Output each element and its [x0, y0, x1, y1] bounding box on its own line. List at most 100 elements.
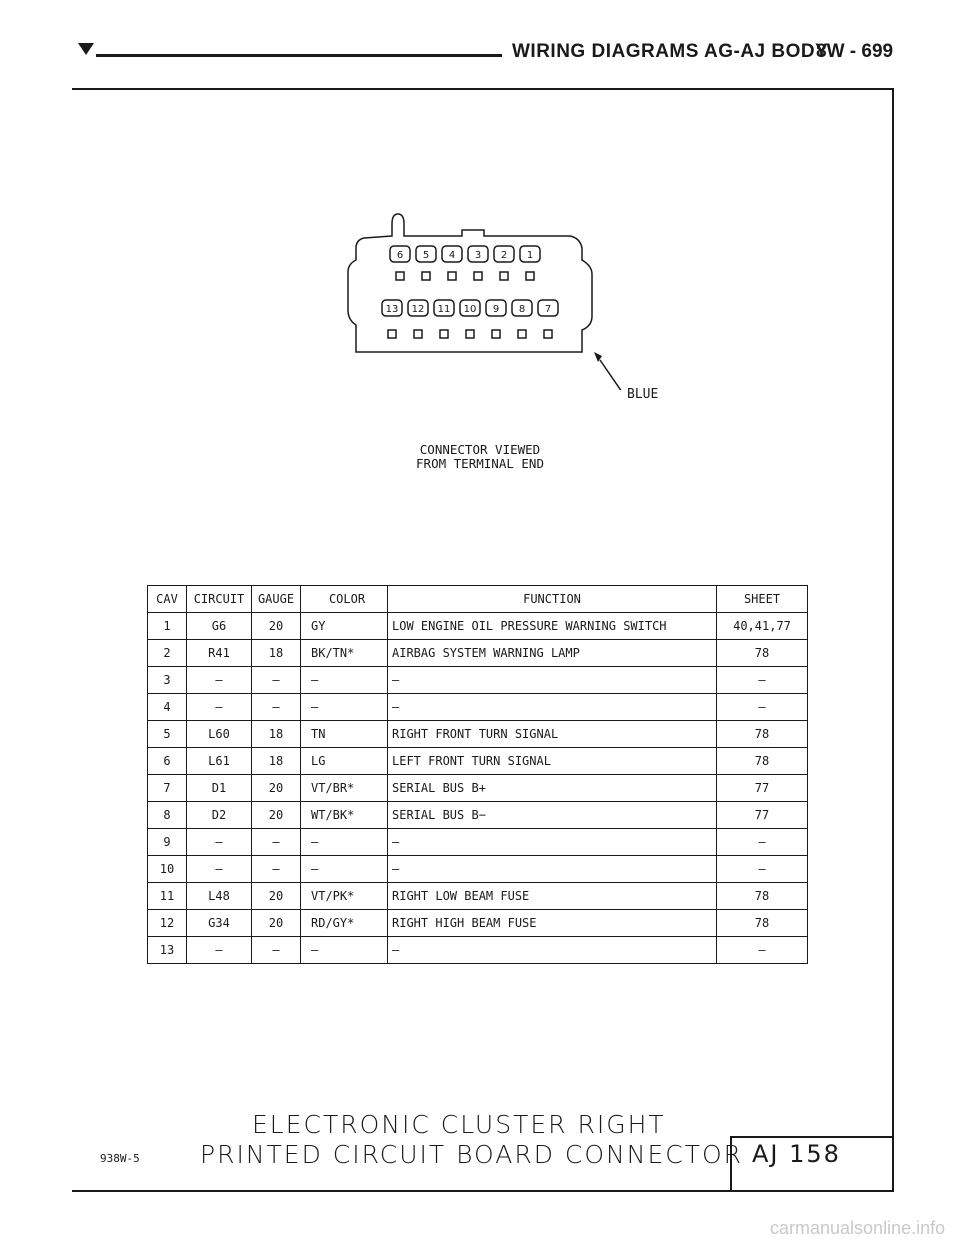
column-header-circuit: CIRCUIT	[186, 585, 252, 613]
cell-sheet: 78	[716, 882, 808, 910]
caption-line: CONNECTOR VIEWED	[419, 442, 541, 457]
cell-cav: 9	[147, 828, 187, 856]
cell-sheet: 78	[716, 639, 808, 667]
cell-circuit: —	[186, 693, 252, 721]
cell-color: —	[300, 855, 388, 883]
cell-sheet: 77	[716, 801, 808, 829]
cell-sheet: 77	[716, 774, 808, 802]
cell-gauge: 20	[251, 774, 301, 802]
table-row: 3—————	[147, 666, 808, 694]
frame-top-border	[72, 88, 894, 90]
cell-gauge: —	[251, 828, 301, 856]
cell-circuit: D2	[186, 801, 252, 829]
cavity-label: 9	[493, 304, 499, 315]
cell-circuit: —	[186, 666, 252, 694]
cell-cav: 10	[147, 855, 187, 883]
cell-cav: 2	[147, 639, 187, 667]
cell-sheet: —	[716, 666, 808, 694]
cell-gauge: —	[251, 693, 301, 721]
cell-gauge: —	[251, 666, 301, 694]
cell-color: VT/BR*	[300, 774, 388, 802]
table-row: 9—————	[147, 828, 808, 856]
cell-circuit: L48	[186, 882, 252, 910]
cell-circuit: D1	[186, 774, 252, 802]
cell-sheet: —	[716, 693, 808, 721]
cell-function: SERIAL BUS B+	[387, 774, 717, 802]
cell-gauge: 20	[251, 612, 301, 640]
cavity-label: 1	[527, 250, 533, 261]
cell-function: LOW ENGINE OIL PRESSURE WARNING SWITCH	[387, 612, 717, 640]
table-row: 10—————	[147, 855, 808, 883]
table-header-row: CAV CIRCUIT GAUGE COLOR FUNCTION SHEET	[147, 585, 808, 613]
top-cavity-row: 6 5 4 3 2 1	[389, 245, 541, 263]
top-terminal-windows	[395, 271, 535, 281]
watermark: carmanualsonline.info	[770, 1218, 946, 1238]
cell-color: GY	[300, 612, 388, 640]
cell-cav: 6	[147, 747, 187, 775]
figure-code: 938W-5	[100, 1152, 140, 1165]
cell-cav: 1	[147, 612, 187, 640]
cell-cav: 3	[147, 666, 187, 694]
cell-cav: 11	[147, 882, 187, 910]
leader-arrow-icon	[594, 352, 602, 362]
cell-gauge: —	[251, 855, 301, 883]
cavity-label: 13	[386, 304, 399, 315]
cell-sheet: —	[716, 936, 808, 964]
column-header-sheet: SHEET	[716, 585, 808, 613]
cell-color: LG	[300, 747, 388, 775]
cell-circuit: L61	[186, 747, 252, 775]
connector-view-caption: CONNECTOR VIEWED FROM TERMINAL END	[380, 443, 580, 471]
bottom-cavity-row: 13 12 11 10 9 8 7	[381, 299, 559, 317]
caption-line: FROM TERMINAL END	[416, 456, 544, 471]
cell-cav: 12	[147, 909, 187, 937]
cell-sheet: 40,41,77	[716, 612, 808, 640]
cell-function: —	[387, 936, 717, 964]
cell-function: RIGHT LOW BEAM FUSE	[387, 882, 717, 910]
cell-cav: 7	[147, 774, 187, 802]
cell-function: —	[387, 666, 717, 694]
cell-cav: 4	[147, 693, 187, 721]
table-row: 13—————	[147, 936, 808, 964]
cell-sheet: —	[716, 855, 808, 883]
cell-cav: 8	[147, 801, 187, 829]
cell-sheet: —	[716, 828, 808, 856]
cell-circuit: —	[186, 936, 252, 964]
cell-color: TN	[300, 720, 388, 748]
cell-color: WT/BK*	[300, 801, 388, 829]
cavity-label: 5	[423, 250, 429, 261]
cavity-label: 8	[519, 304, 525, 315]
cavity-label: 2	[501, 250, 507, 261]
cavity-label: 10	[464, 304, 477, 315]
cell-gauge: 20	[251, 801, 301, 829]
cell-cav: 13	[147, 936, 187, 964]
header-title: WIRING DIAGRAMS AG-AJ BODY	[512, 41, 829, 62]
cavity-label: 6	[397, 250, 403, 261]
pinout-table: CAV CIRCUIT GAUGE COLOR FUNCTION SHEET 1…	[147, 585, 808, 964]
cavity-label: 7	[545, 304, 551, 315]
cell-circuit: —	[186, 828, 252, 856]
table-row: 4—————	[147, 693, 808, 721]
cell-gauge: 18	[251, 747, 301, 775]
cell-gauge: 18	[251, 639, 301, 667]
cell-function: RIGHT FRONT TURN SIGNAL	[387, 720, 717, 748]
diagram-title-line-1: ELECTRONIC CLUSTER RIGHT	[252, 1110, 666, 1139]
connector-color-label: BLUE	[627, 387, 659, 402]
bottom-terminal-windows	[387, 329, 553, 339]
cell-gauge: 18	[251, 720, 301, 748]
cell-color: —	[300, 666, 388, 694]
frame-right-border	[892, 88, 894, 1192]
cell-cav: 5	[147, 720, 187, 748]
cell-function: —	[387, 828, 717, 856]
column-header-color: COLOR	[300, 585, 388, 613]
diagram-title-line-2: PRINTED CIRCUIT BOARD CONNECTOR	[200, 1140, 744, 1169]
page-id: AJ 158	[752, 1140, 841, 1168]
cell-circuit: R41	[186, 639, 252, 667]
